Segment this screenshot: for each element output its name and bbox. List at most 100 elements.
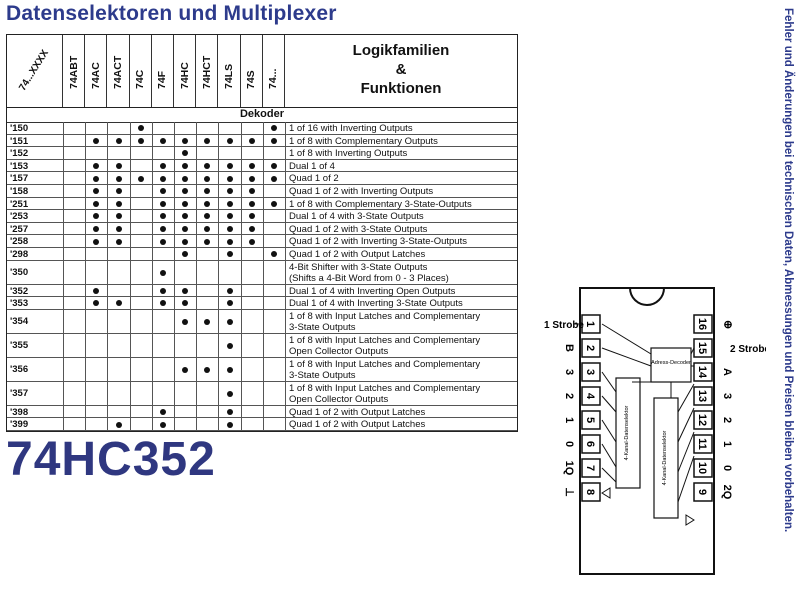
pin-number-right: 10 <box>696 462 708 474</box>
availability-dot <box>204 318 211 325</box>
family-header: 74... <box>263 35 285 107</box>
pin-label-right: 2 Strobe <box>730 344 766 355</box>
availability-dot <box>159 287 166 294</box>
availability-dot <box>182 226 189 233</box>
pin-box-right <box>693 434 713 454</box>
function-line: Open Collector Outputs <box>289 393 389 405</box>
pin-box-left <box>581 434 601 454</box>
pin-label-right: 3 <box>721 393 733 399</box>
type-code: '298 <box>10 249 29 260</box>
pin-box-right <box>693 314 713 334</box>
functions-header-line1: Logikfamilien <box>352 42 450 59</box>
availability-dot <box>93 175 100 182</box>
pin-box-left <box>581 362 601 382</box>
availability-dot <box>159 213 166 220</box>
function-line: 1 of 8 with Complementary 3-State-Output… <box>289 198 472 210</box>
function-line: Dual 1 of 4 with 3-State Outputs <box>289 211 424 223</box>
pin-box-right <box>693 482 713 502</box>
family-label: 74F <box>156 70 169 89</box>
availability-dot <box>226 421 233 428</box>
availability-dot <box>182 251 189 258</box>
output-buffer-1 <box>601 487 611 499</box>
family-label: 74HCT <box>200 55 213 89</box>
function-description: Quad 1 of 2 with Output Latches <box>289 419 515 430</box>
function-line: 4-Bit Shifter with 3-State Outputs <box>289 261 428 273</box>
availability-dot <box>137 125 144 132</box>
pin-number-left: 2 <box>584 345 596 351</box>
availability-dot <box>115 200 122 207</box>
part-number: 74HC352 <box>6 433 216 486</box>
availability-dot <box>93 137 100 144</box>
availability-dot <box>182 150 189 157</box>
type-code: '257 <box>10 223 29 235</box>
pin-box-left <box>581 410 601 430</box>
availability-dot <box>226 226 233 233</box>
availability-dot <box>204 213 211 220</box>
availability-dot <box>137 137 144 144</box>
column-divider <box>218 122 220 431</box>
function-description: 1 of 8 with Inverting Outputs <box>289 148 515 159</box>
function-description: 1 of 8 with Input Latches and Complement… <box>289 359 515 381</box>
availability-dot <box>182 137 189 144</box>
family-label: 74HC <box>178 62 191 89</box>
chip-body <box>579 287 715 575</box>
function-description: Quad 1 of 2 with Inverting Outputs <box>289 186 515 197</box>
function-line: Dual 1 of 4 with Inverting Open Outputs <box>289 285 456 297</box>
corner-header: 74...XXXX <box>7 35 63 107</box>
availability-dot <box>115 226 122 233</box>
function-description: 1 of 8 with Complementary 3-State-Output… <box>289 199 515 210</box>
family-header: 74F <box>152 35 174 107</box>
pin-label-left: 2 <box>563 393 575 399</box>
type-code: '357 <box>10 387 29 399</box>
availability-dot <box>204 175 211 182</box>
pin-label-right: 0 <box>721 465 733 471</box>
availability-dot <box>93 188 100 195</box>
pin-box-right <box>693 410 713 430</box>
pin-number-left: 7 <box>584 465 596 471</box>
availability-dot <box>226 251 233 258</box>
availability-dot <box>93 226 100 233</box>
type-code: '251 <box>10 198 29 210</box>
pin-number-left: 6 <box>584 441 596 447</box>
availability-dot <box>248 200 255 207</box>
family-label: 74... <box>267 68 280 89</box>
type-code: '253 <box>10 211 29 223</box>
pin-label-left: 3 <box>563 369 575 375</box>
function-description: 1 of 16 with Inverting Outputs <box>289 123 515 134</box>
availability-dot <box>182 163 189 170</box>
availability-dot <box>159 200 166 207</box>
pin-number-right: 12 <box>696 414 708 426</box>
availability-dot <box>204 163 211 170</box>
family-label: 74S <box>245 70 258 89</box>
family-header: 74HC <box>174 35 197 107</box>
availability-dot <box>204 188 211 195</box>
availability-dot <box>93 287 100 294</box>
availability-dot <box>226 163 233 170</box>
function-line: 1 of 8 with Complementary Outputs <box>289 135 438 147</box>
availability-dot <box>93 163 100 170</box>
availability-dot <box>137 175 144 182</box>
pin-number-left: 5 <box>584 417 596 423</box>
availability-dot <box>248 175 255 182</box>
function-description: Dual 1 of 4 <box>289 161 515 172</box>
availability-dot <box>159 300 166 307</box>
availability-dot <box>248 226 255 233</box>
family-header: 74HCT <box>196 35 219 107</box>
function-line: 1 of 16 with Inverting Outputs <box>289 123 413 134</box>
disclaimer-note: Fehler und Änderungen bei technischen Da… <box>774 8 796 592</box>
column-divider <box>151 122 153 431</box>
function-line: 1 of 8 with Input Latches and Complement… <box>289 310 481 322</box>
selector-block-1-label: 4-Kanal-Datenselektor <box>624 405 630 460</box>
pin-label-left: B <box>563 344 575 352</box>
section-header: Dekoder <box>7 107 517 123</box>
function-description: Dual 1 of 4 with Inverting 3-State Outpu… <box>289 298 515 309</box>
availability-dot <box>204 137 211 144</box>
